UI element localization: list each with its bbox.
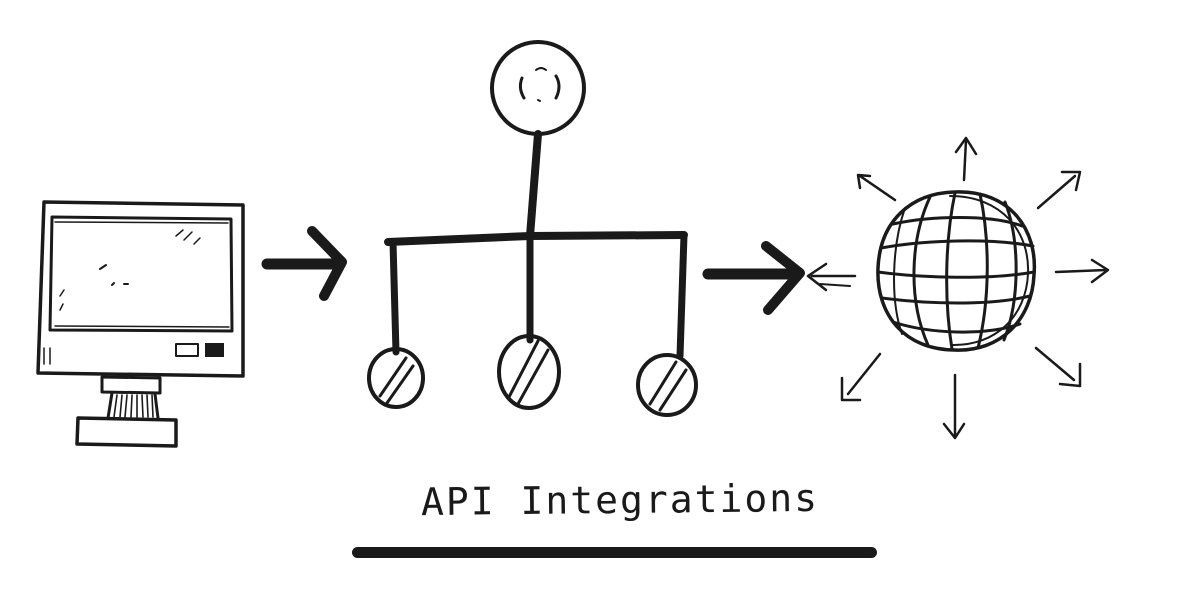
caption-underline	[352, 547, 877, 558]
arrow-right-icon	[702, 241, 805, 315]
arrow-right-icon	[261, 226, 347, 301]
hierarchy-tree-icon	[367, 40, 698, 417]
diagram-caption: API Integrations	[420, 475, 820, 525]
globe-icon	[806, 136, 1110, 440]
radiating-arrows	[806, 136, 1110, 440]
computer-monitor-icon	[36, 200, 245, 448]
